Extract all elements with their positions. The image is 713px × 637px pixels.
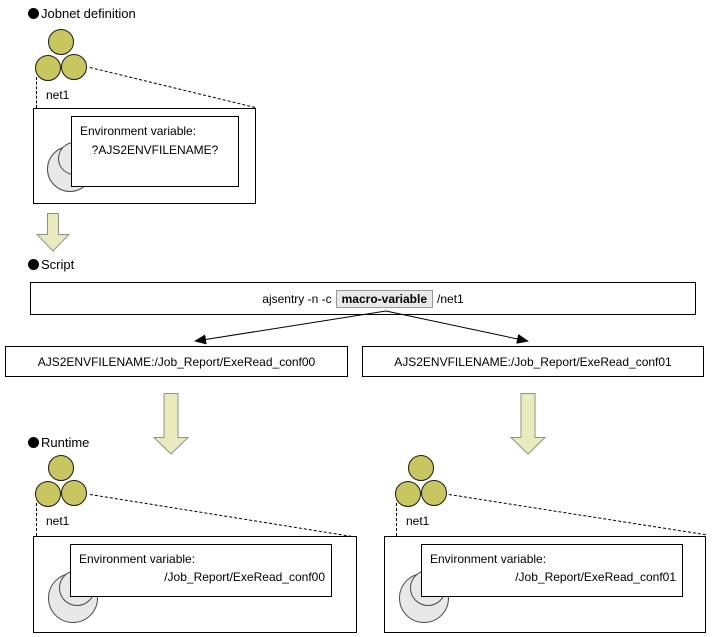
env-assignment-left: AJS2ENVFILENAME:/Job_Report/ExeRead_conf… — [5, 346, 348, 377]
jobnet-definition-label: Jobnet definition — [41, 6, 136, 21]
down-arrow-icon — [36, 213, 70, 252]
runtime-label: Runtime — [41, 435, 90, 450]
env-var-title: Environment variable: — [430, 552, 547, 566]
bullet-icon — [28, 437, 39, 448]
down-arrow-icon — [510, 393, 546, 455]
jobnet-icon — [35, 29, 89, 82]
fork-arrows — [194, 310, 529, 345]
zoom-dashed-line — [89, 494, 357, 538]
zoom-dashed-line — [36, 77, 37, 108]
env-var-value: ?AJS2ENVFILENAME? — [91, 143, 219, 157]
env-var-value: /Job_Report/ExeRead_conf01 — [515, 570, 676, 584]
macro-variable-chip: macro-variable — [335, 289, 434, 308]
jobnet-circle-icon — [48, 455, 74, 481]
jobnet-detail-box: Environment variable: ?AJS2ENVFILENAME? — [33, 108, 256, 204]
env-var-value: /Job_Report/ExeRead_conf00 — [164, 570, 325, 584]
zoom-dashed-line — [36, 503, 37, 536]
zoom-dashed-line — [448, 494, 706, 536]
down-arrow-icon — [153, 393, 189, 455]
command-suffix-text: /net1 — [437, 291, 464, 306]
env-assignment-right: AJS2ENVFILENAME:/Job_Report/ExeRead_conf… — [362, 346, 704, 377]
env-var-title: Environment variable: — [80, 124, 197, 138]
bullet-icon — [28, 8, 39, 19]
runtime-detail-box-right: Environment variable: /Job_Report/ExeRea… — [384, 536, 706, 633]
command-prefix-text: ajsentry -n -c — [262, 291, 332, 306]
jobnet-circle-icon — [48, 29, 74, 55]
jobnet-circle-icon — [61, 54, 87, 80]
jobnet-circle-icon — [408, 455, 434, 481]
jobnet-circle-icon — [61, 480, 87, 506]
env-var-title: Environment variable: — [79, 552, 196, 566]
jobnet-icon — [35, 455, 89, 508]
env-var-box: Environment variable: /Job_Report/ExeRea… — [421, 544, 683, 597]
bullet-icon — [28, 259, 39, 270]
zoom-dashed-line — [396, 503, 397, 536]
jobnet-icon — [395, 455, 449, 508]
jobnet-name-label: net1 — [46, 514, 70, 528]
jobnet-name-label: net1 — [46, 88, 70, 102]
env-var-box: Environment variable: ?AJS2ENVFILENAME? — [71, 116, 239, 187]
jobnet-circle-icon — [421, 480, 447, 506]
jobnet-circle-icon — [395, 481, 421, 507]
jobnet-circle-icon — [35, 55, 61, 81]
jobnet-name-label: net1 — [406, 514, 430, 528]
zoom-dashed-line — [89, 67, 256, 108]
env-var-box: Environment variable: /Job_Report/ExeRea… — [70, 544, 332, 597]
script-label: Script — [41, 257, 75, 272]
jobnet-circle-icon — [35, 481, 61, 507]
runtime-detail-box-left: Environment variable: /Job_Report/ExeRea… — [33, 536, 357, 633]
script-heading: Script — [28, 257, 74, 272]
runtime-heading: Runtime — [28, 435, 89, 450]
jobnet-definition-heading: Jobnet definition — [28, 6, 136, 21]
